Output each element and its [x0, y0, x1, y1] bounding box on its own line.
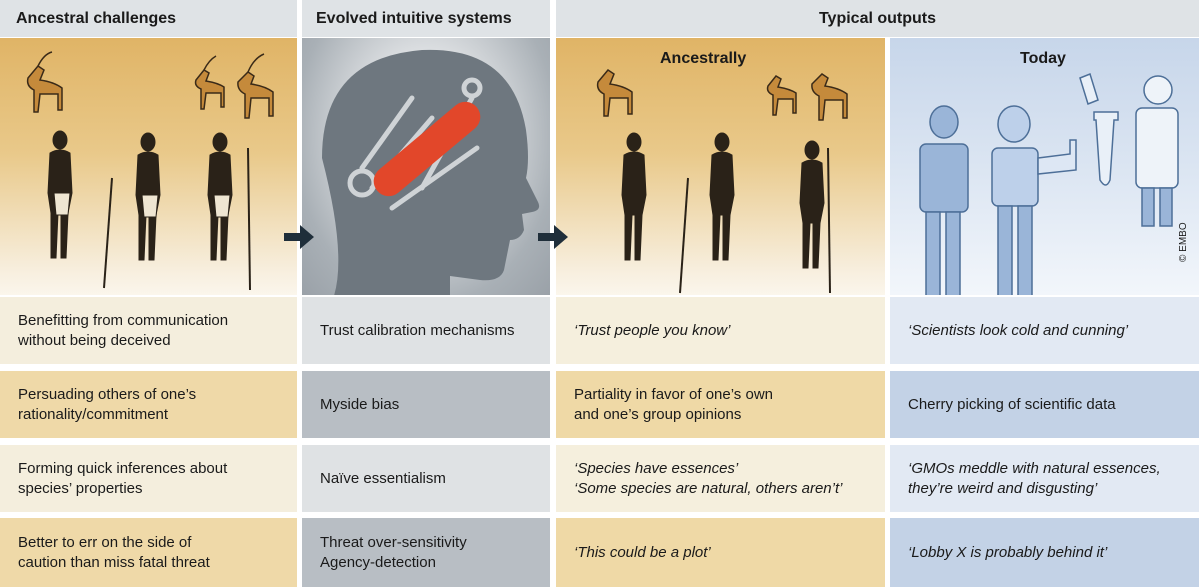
credit-label: © EMBO	[1178, 222, 1189, 262]
ancestrally-scene-illustration	[596, 69, 848, 294]
today-output-cell-line: ‘Lobby X is probably behind it’	[908, 543, 1108, 561]
test-tube-icon	[1079, 73, 1119, 186]
today-output-cell-line: they’re weird and disgusting’	[908, 479, 1098, 497]
challenge-cell-line: Persuading others of one’s	[18, 385, 197, 403]
challenge-cell: Better to err on the side of caution than…	[0, 518, 297, 587]
swiss-knife-icon	[373, 101, 481, 197]
system-cell-line: Threat over-sensitivity	[320, 533, 467, 551]
arrow-right-icon	[284, 225, 314, 249]
today-scene-illustration	[919, 73, 1179, 295]
arrow-right-icon	[538, 225, 568, 249]
challenge-cell-line: without being deceived	[18, 331, 171, 349]
challenge-cell-line: Forming quick inferences about	[18, 459, 228, 477]
header-col1-label: Ancestral challenges	[16, 9, 177, 27]
today-output-cell-line: ‘Scientists look cold and cunning’	[908, 321, 1129, 339]
today-output-cell-line: ‘GMOs meddle with natural essences,	[908, 459, 1161, 477]
challenge-cell-line: Benefitting from communication	[18, 311, 229, 329]
system-cell: Naïve essentialism	[302, 445, 550, 512]
challenge-cell-line: Better to err on the side of	[18, 533, 192, 551]
scientist-icon	[1135, 75, 1179, 227]
ancestral-output-cell: ‘Trust people you know’	[556, 297, 885, 364]
ancestral-output-cell-line: Partiality in favor of one’s own	[574, 385, 773, 403]
system-cell-line: Myside bias	[320, 395, 400, 413]
header-col2-label: Evolved intuitive systems	[316, 9, 512, 27]
ancestral-output-cell-line: ‘This could be a plot’	[574, 543, 711, 561]
system-cell: Myside bias	[302, 371, 550, 438]
header-evolved-systems: Evolved intuitive systems	[302, 0, 550, 37]
ancestral-output-cell-line: and one’s group opinions	[574, 405, 742, 423]
ancestral-output-cell: Partiality in favor of one’s own and one’…	[556, 371, 885, 438]
antelope-icon	[26, 51, 274, 119]
system-cell-line: Trust calibration mechanisms	[320, 321, 515, 339]
today-output-cell: Cherry picking of scientific data	[890, 371, 1199, 438]
ancestral-output-cell: ‘Species have essences’ ‘Some species are…	[556, 445, 885, 512]
today-output-cell: ‘GMOs meddle with natural essences, they’…	[890, 445, 1199, 512]
ancestral-output-cell-line: ‘Trust people you know’	[574, 321, 731, 339]
system-cell: Trust calibration mechanisms	[302, 297, 550, 364]
antelope-icon	[596, 69, 848, 121]
header-typical-outputs: Typical outputs	[556, 0, 1199, 37]
subheader-ancestrally: Ancestrally	[660, 50, 747, 67]
today-output-cell: ‘Lobby X is probably behind it’	[890, 518, 1199, 587]
today-output-cell-line: Cherry picking of scientific data	[908, 395, 1116, 413]
system-cell-line: Agency-detection	[320, 553, 436, 571]
people-icon	[919, 105, 1077, 295]
challenge-cell-line: rationality/commitment	[18, 405, 169, 423]
challenge-cell-line: caution than miss fatal threat	[18, 553, 210, 571]
subheader-today: Today	[1020, 50, 1066, 67]
system-cell-line: Naïve essentialism	[320, 469, 446, 487]
ancestral-scene-illustration	[26, 51, 274, 291]
ancestral-output-cell-line: ‘Some species are natural, others aren’t…	[574, 479, 843, 497]
ancestral-output-cell-line: ‘Species have essences’	[574, 459, 739, 477]
challenge-cell-line: species’ properties	[18, 479, 143, 497]
hunter-figures-icon	[621, 132, 831, 294]
head-with-knife-illustration	[322, 49, 540, 295]
challenge-cell: Benefitting from communication without be…	[0, 297, 297, 364]
header-col3-label: Typical outputs	[818, 9, 937, 27]
ancestral-output-cell: ‘This could be a plot’	[556, 518, 885, 587]
header-ancestral-challenges: Ancestral challenges	[0, 0, 297, 37]
hunter-figures-icon	[47, 130, 251, 291]
today-output-cell: ‘Scientists look cold and cunning’	[890, 297, 1199, 364]
challenge-cell: Forming quick inferences about species’ p…	[0, 445, 297, 512]
challenge-cell: Persuading others of one’s rationality/co…	[0, 371, 297, 438]
